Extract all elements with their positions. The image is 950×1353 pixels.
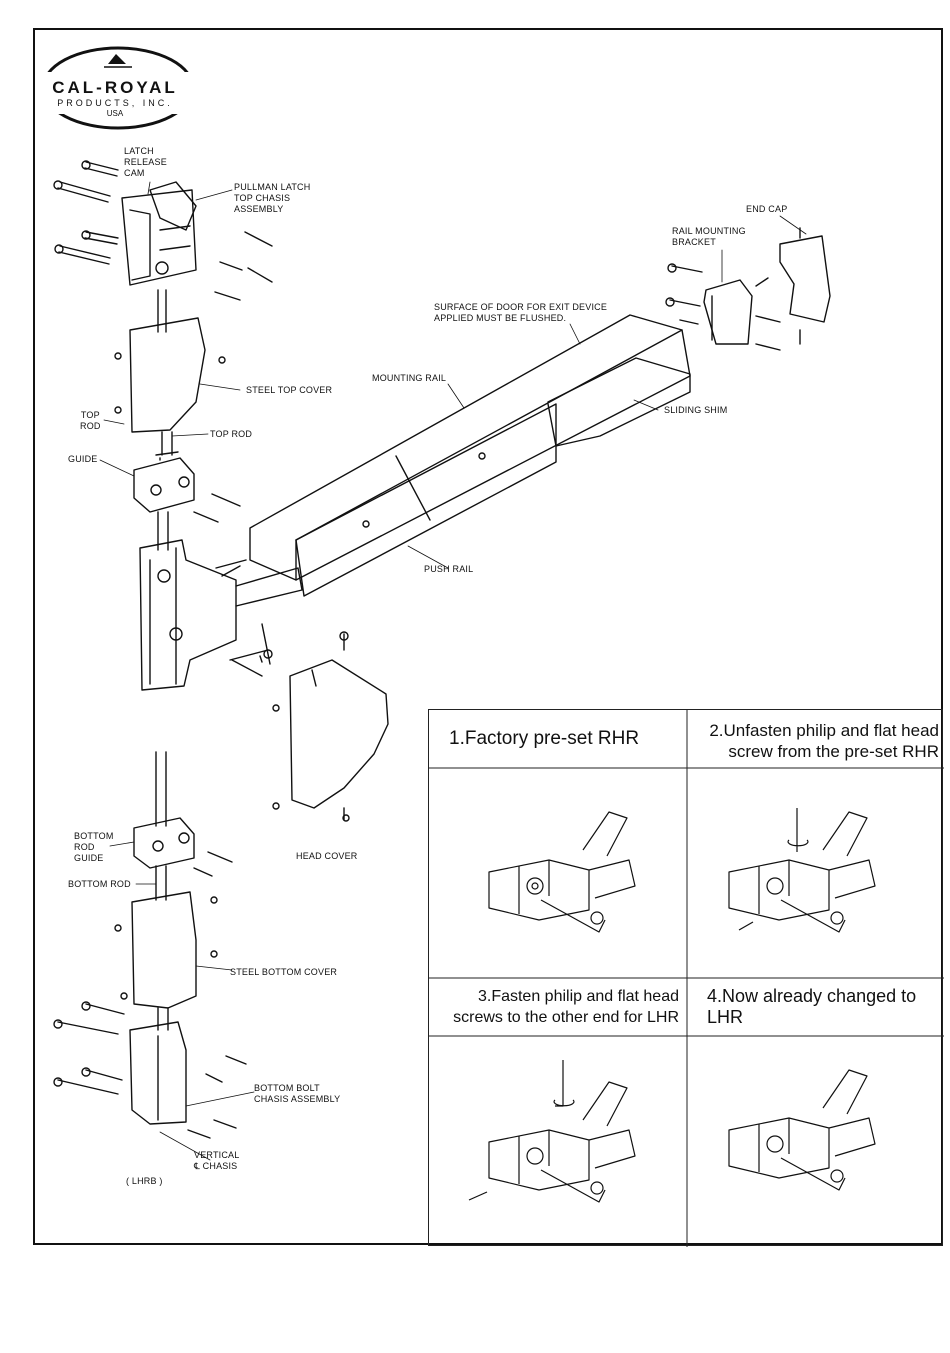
label-lhrb: ( LHRB ) xyxy=(126,1176,163,1186)
label-steel-top-cover: STEEL TOP COVER xyxy=(246,385,333,395)
page-frame xyxy=(33,28,943,1245)
logo-subtitle: PRODUCTS, INC. xyxy=(57,98,173,108)
step-3-caption: 3.Fasten philip and flat head screws to … xyxy=(453,988,679,1026)
label-rail-mounting-bracket: RAIL MOUNTING BRACKET xyxy=(672,226,746,247)
label-top-rod: TOP ROD xyxy=(210,429,253,439)
step-2-illustration xyxy=(728,808,876,933)
assembly-arrows xyxy=(221,277,769,677)
label-end-cap: END CAP xyxy=(746,204,788,214)
label-bottom-rod: BOTTOM ROD xyxy=(68,879,131,889)
company-logo xyxy=(38,46,198,130)
guide-block xyxy=(133,451,241,551)
logo-country: USA xyxy=(106,109,124,118)
label-mounting-rail: MOUNTING RAIL xyxy=(372,373,447,383)
center-chasis xyxy=(139,539,303,691)
top-chasis-screws xyxy=(53,160,273,301)
label-bottom-rod-guide: BOTTOM ROD GUIDE xyxy=(74,831,114,863)
bottom-rod xyxy=(155,751,167,901)
bottom-rod-guide xyxy=(133,817,233,877)
step-4-caption: 4.Now already changed to LHR xyxy=(707,986,917,1027)
mounting-rail xyxy=(249,314,691,581)
steel-bottom-cover xyxy=(114,891,218,1031)
bottom-bolt-chasis xyxy=(53,1001,247,1139)
label-bottom-bolt: BOTTOM BOLT CHASIS ASSEMBLY xyxy=(254,1083,341,1104)
label-latch-release-cam: LATCH RELEASE CAM xyxy=(124,146,167,178)
label-push-rail: PUSH RAIL xyxy=(424,564,474,574)
label-steel-bottom-cover: STEEL BOTTOM COVER xyxy=(230,967,338,977)
label-top-rod-left: TOP ROD xyxy=(80,410,101,431)
top-rod-and-cover xyxy=(114,289,226,456)
rail-mounting-bracket xyxy=(665,263,781,351)
push-rail xyxy=(295,403,557,597)
step-4-illustration xyxy=(728,1069,876,1191)
handing-steps-grid: 1.Factory pre-set RHR 2.Unfasten philip … xyxy=(428,709,944,1247)
logo-name: CAL-ROYAL xyxy=(52,78,178,97)
step-2-caption: 2.Unfasten philip and flat head screw fr… xyxy=(709,721,939,761)
step-1-caption: 1.Factory pre-set RHR xyxy=(449,728,640,749)
head-cover xyxy=(263,631,389,822)
top-latch-chasis xyxy=(121,181,197,286)
label-sliding-shim: SLIDING SHIM xyxy=(664,405,728,415)
label-guide: GUIDE xyxy=(68,454,98,464)
label-vertical-chasis: VERTICAL ℄ CHASIS xyxy=(194,1150,240,1171)
label-pullman-latch: PULLMAN LATCH TOP CHASIS ASSEMBLY xyxy=(234,182,311,214)
step-1-illustration xyxy=(488,811,636,933)
end-cap xyxy=(779,227,831,345)
step-3-illustration xyxy=(468,1060,636,1203)
sliding-shim xyxy=(547,357,691,447)
label-head-cover: HEAD COVER xyxy=(296,851,358,861)
label-surface-note: SURFACE OF DOOR FOR EXIT DEVICE APPLIED … xyxy=(434,302,608,323)
grid-lines xyxy=(429,710,944,1247)
leader-lines xyxy=(99,181,807,1161)
